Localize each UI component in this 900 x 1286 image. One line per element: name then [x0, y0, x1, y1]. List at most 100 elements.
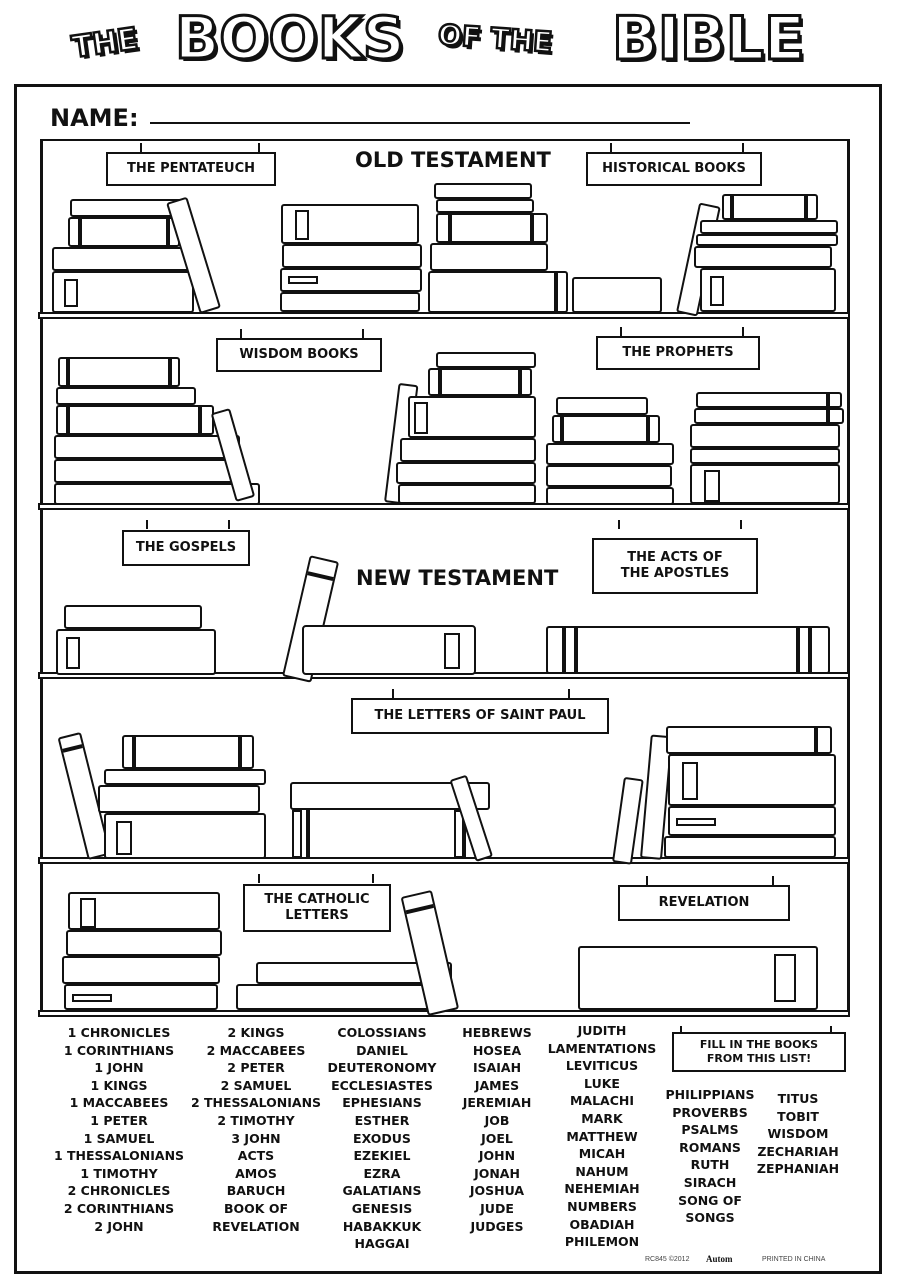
book: [398, 484, 536, 504]
hook: [618, 520, 620, 529]
hook: [568, 689, 570, 698]
old-testament-heading: OLD TESTAMENT: [355, 148, 551, 172]
worksheet-frame: [14, 84, 882, 1274]
title-bible: BIBLE: [610, 3, 806, 76]
word-list-item: REVELATION: [212, 1218, 300, 1234]
word-list-item: 1 TIMOTHY: [80, 1165, 158, 1181]
book: [98, 785, 260, 813]
book: [54, 435, 240, 459]
book: [722, 194, 818, 220]
book: [556, 397, 648, 415]
word-list-item: EXODUS: [353, 1130, 411, 1146]
word-list-item: HOSEA: [472, 1042, 522, 1058]
label-the-prophets[interactable]: THE PROPHETS: [596, 336, 760, 370]
word-list-item: PHILIPPIANS: [665, 1087, 755, 1102]
word-list-item: ZEPHANIAH: [756, 1161, 840, 1177]
fill-in-instructions: FILL IN THE BOOKS FROM THIS LIST!: [672, 1032, 846, 1072]
book: [281, 204, 419, 244]
word-list-item: 1 CORINTHIANS: [63, 1042, 175, 1058]
hook: [620, 327, 622, 336]
label-historical-books[interactable]: HISTORICAL BOOKS: [586, 152, 762, 186]
word-list-item: AMOS: [235, 1165, 277, 1181]
book: [56, 387, 196, 405]
shelf-board-4: [38, 857, 850, 864]
book: [690, 448, 840, 464]
hook: [240, 329, 242, 338]
book: [436, 199, 534, 213]
title-of-the: OF THE: [436, 17, 555, 60]
hook: [140, 143, 142, 152]
book: [546, 465, 672, 487]
word-list-item: HAGGAI: [354, 1236, 410, 1252]
word-list-item: NUMBERS: [567, 1198, 637, 1214]
book: [400, 438, 536, 462]
word-list-item: SONG OF: [678, 1192, 742, 1208]
word-list-item: JOSHUA: [469, 1183, 525, 1199]
book: [70, 199, 182, 217]
book: [436, 352, 536, 368]
book: [700, 220, 838, 234]
word-list-item: JUDGES: [470, 1218, 524, 1234]
book: [58, 357, 180, 387]
hook: [742, 143, 744, 152]
label-pentateuch[interactable]: THE PENTATEUCH: [106, 152, 276, 186]
word-list-item: 2 MACCABEES: [206, 1042, 306, 1058]
word-list-item: 1 JOHN: [94, 1060, 144, 1076]
word-list-item: JAMES: [474, 1077, 520, 1093]
bar: [462, 810, 466, 858]
label-acts-of-the-apostles[interactable]: THE ACTS OF THE APOSTLES: [592, 538, 758, 594]
book: [104, 769, 266, 785]
word-list-item: JONAH: [474, 1165, 520, 1181]
word-list-item: NAHUM: [575, 1163, 629, 1179]
book: [54, 459, 238, 483]
word-list-item: MALACHI: [569, 1093, 635, 1109]
bookcase-top: [40, 139, 850, 141]
hook: [772, 876, 774, 885]
book: [690, 424, 840, 448]
label-catholic-letters[interactable]: THE CATHOLIC LETTERS: [243, 884, 391, 932]
shelf-board-1: [38, 312, 850, 319]
word-list-item: 2 PETER: [227, 1060, 285, 1076]
shelf-board-2: [38, 503, 850, 510]
label-revelation[interactable]: REVELATION: [618, 885, 790, 921]
word-list-item: COLOSSIANS: [337, 1025, 427, 1040]
word-list-item: HABAKKUK: [342, 1218, 422, 1234]
book: [280, 268, 422, 292]
book: [428, 271, 568, 313]
word-list-item: 1 THESSALONIANS: [53, 1148, 185, 1164]
hook: [830, 1026, 832, 1035]
bookcase-left-side: [40, 140, 43, 1012]
word-list-item: 3 JOHN: [231, 1130, 281, 1146]
label-the-gospels[interactable]: THE GOSPELS: [122, 530, 250, 566]
word-list-item: JEREMIAH: [462, 1095, 532, 1111]
book: [696, 392, 842, 408]
hook: [228, 520, 230, 529]
word-list-item: MATTHEW: [566, 1128, 638, 1144]
word-list-item: EZEKIEL: [353, 1148, 411, 1164]
word-list-item: 1 MACCABEES: [69, 1095, 169, 1111]
new-testament-heading: NEW TESTAMENT: [356, 566, 559, 590]
word-list-item: HEBREWS: [462, 1025, 532, 1040]
name-label: NAME:: [50, 104, 139, 132]
book: [52, 247, 194, 271]
title-the: THE: [69, 20, 142, 66]
word-list-item: 2 CHRONICLES: [67, 1183, 171, 1199]
word-list-item: 2 THESSALONIANS: [190, 1095, 322, 1111]
hook: [680, 1026, 682, 1035]
book: [64, 984, 218, 1010]
label-letters-of-saint-paul[interactable]: THE LETTERS OF SAINT PAUL: [351, 698, 609, 734]
word-list-item: PSALMS: [681, 1122, 739, 1138]
hook: [258, 143, 260, 152]
word-list-item: LEVITICUS: [565, 1058, 639, 1074]
name-input-line[interactable]: [150, 122, 690, 124]
word-list-item: ESTHER: [354, 1112, 410, 1128]
book: [66, 930, 222, 956]
word-list-item: OBADIAH: [569, 1216, 635, 1232]
word-list-item: LUKE: [584, 1075, 620, 1091]
label-wisdom-books[interactable]: WISDOM BOOKS: [216, 338, 382, 372]
